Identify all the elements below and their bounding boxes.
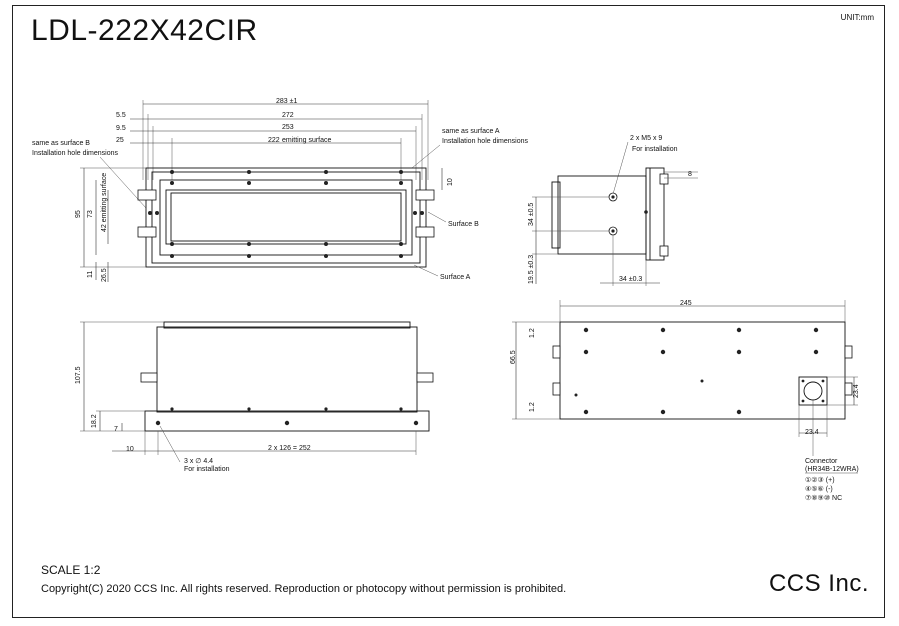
dim-73: 73 <box>87 210 94 218</box>
dim-5-5: 5.5 <box>116 112 126 119</box>
company-logo-text: CCS Inc. <box>768 570 869 597</box>
front-view: 283 ±1 272 5.5 253 9.5 222 emitting surf… <box>32 98 528 282</box>
dim-8: 8 <box>688 171 692 178</box>
dim-11: 11 <box>87 271 94 278</box>
dim-42-emitting: 42 emitting surface <box>101 173 108 232</box>
surface-b-label: Surface B <box>448 221 479 228</box>
side-view: 2 x M5 x 9 For installation 8 34 ±0.5 19… <box>528 135 698 286</box>
dim-19-5: 19.5 ±0.3 <box>528 255 535 284</box>
dim-253: 253 <box>282 124 294 131</box>
bottom-holes-label-1: 3 x ∅ 4.4 <box>184 458 213 465</box>
dim-7: 7 <box>114 426 118 433</box>
connector-label-2: (HR34B-12WRA) <box>805 466 859 473</box>
dim-18-2: 18.2 <box>91 414 98 428</box>
connector-pins-nc: ⑦⑧⑨⑩ NC <box>805 494 842 502</box>
drawing-frame <box>12 5 885 618</box>
dim-10-bottom: 10 <box>126 446 134 453</box>
note-same-as-b-2: Installation hole dimensions <box>32 150 118 157</box>
unit-label: UNIT:mm <box>840 13 874 22</box>
drawing-title: LDL-222X42CIR <box>31 14 258 47</box>
dim-34-horizontal: 34 ±0.3 <box>619 276 642 283</box>
side-holes-label-1: 2 x M5 x 9 <box>630 135 662 142</box>
dim-2x126: 2 x 126 = 252 <box>268 445 311 452</box>
note-same-as-b-1: same as surface B <box>32 140 90 147</box>
bottom-holes-label-2: For installation <box>184 466 230 473</box>
dim-10: 10 <box>447 178 454 186</box>
dim-26-5: 26.5 <box>101 268 108 282</box>
connector-pins-plus: ①②③ (+) <box>805 476 835 484</box>
dim-272: 272 <box>282 112 294 119</box>
copyright-notice: Copyright(C) 2020 CCS Inc. All rights re… <box>41 583 567 595</box>
note-same-as-a-2: Installation hole dimensions <box>442 138 528 145</box>
surface-a-label: Surface A <box>440 274 471 281</box>
scale-label: SCALE 1:2 <box>41 563 101 577</box>
dim-23-4-horizontal: 23.4 <box>805 429 819 436</box>
emitting-surface-label: emitting surface <box>282 137 332 144</box>
connector-pins-minus: ④⑤⑥ (-) <box>805 485 833 493</box>
dim-95: 95 <box>75 210 82 218</box>
dim-1-2-bottom: 1.2 <box>529 402 536 412</box>
dim-25: 25 <box>116 137 124 144</box>
connector-label-1: Connector <box>805 458 838 465</box>
dim-9-5: 9.5 <box>116 125 126 132</box>
dim-222: 222 <box>268 137 280 144</box>
dim-overall-width: 283 ±1 <box>276 98 297 105</box>
side-holes-label-2: For installation <box>632 146 678 153</box>
dim-1-2-top: 1.2 <box>529 328 536 338</box>
note-same-as-a-1: same as surface A <box>442 128 500 135</box>
dim-245: 245 <box>680 300 692 307</box>
dim-23-4-vertical: 23.4 <box>853 384 860 398</box>
rear-view: 245 1.2 66.5 1.2 23.4 <box>510 300 860 502</box>
dim-34-vertical: 34 ±0.5 <box>528 203 535 226</box>
dim-107-5: 107.5 <box>75 366 82 384</box>
bottom-view: 107.5 18.2 7 10 2 x 126 = 252 3 x ∅ 4.4 … <box>75 321 434 473</box>
dim-66-5: 66.5 <box>510 350 517 364</box>
